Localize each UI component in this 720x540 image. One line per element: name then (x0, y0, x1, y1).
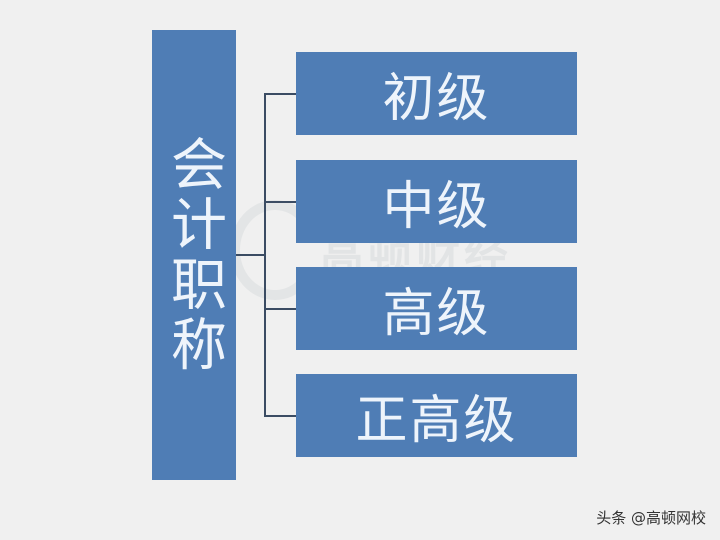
connector-branch-2 (264, 201, 296, 203)
child-node-junior: 初级 (296, 52, 577, 135)
child-node-full-senior: 正高级 (296, 374, 577, 457)
child-label: 正高级 (355, 391, 518, 451)
source-credit: 头条 @高顿网校 (596, 509, 706, 527)
root-node: 会计职称 (152, 30, 236, 480)
connector-root (236, 254, 266, 256)
child-label: 初级 (382, 69, 491, 129)
connector-trunk (264, 93, 266, 417)
connector-branch-1 (264, 93, 296, 95)
child-label: 中级 (382, 177, 491, 237)
root-label: 会计职称 (161, 135, 227, 375)
connector-branch-4 (264, 415, 296, 417)
child-node-intermediate: 中级 (296, 160, 577, 243)
connector-branch-3 (264, 308, 296, 310)
child-node-senior: 高级 (296, 267, 577, 350)
child-label: 高级 (382, 284, 491, 344)
